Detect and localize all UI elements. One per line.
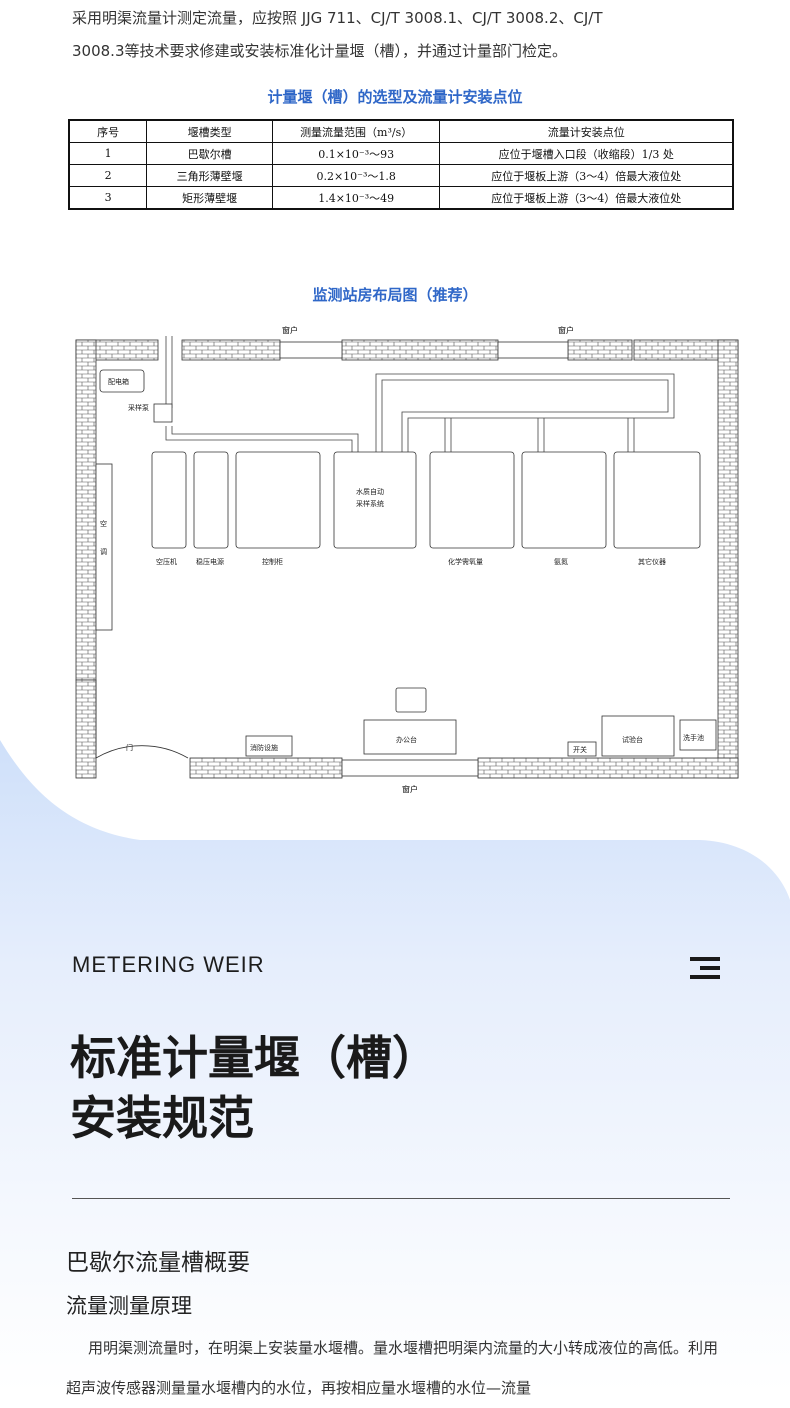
office-chair bbox=[395, 687, 427, 713]
voltage-stabilizer bbox=[193, 451, 229, 549]
window-label: 窗户 bbox=[282, 325, 298, 335]
table-cell: 矩形薄壁堰 bbox=[146, 186, 273, 210]
weir-spec-table: 序号 堰槽类型 测量流量范围（m³/s） 流量计安装点位 1 巴歇尔槽 0.1×… bbox=[68, 119, 734, 210]
label-water-quality-1: 水质自动 bbox=[356, 487, 384, 496]
table-header-cell: 测量流量范围（m³/s） bbox=[271, 119, 441, 143]
table-cell: 应位于堰板上游（3～4）倍最大液位处 bbox=[439, 186, 734, 210]
sampler-pump bbox=[153, 403, 173, 423]
label-test-bench: 试验台 bbox=[622, 735, 643, 744]
brick-walls bbox=[75, 339, 739, 779]
layout-title: 监测站房布局图（推荐） bbox=[312, 286, 478, 304]
label-office-desk: 办公台 bbox=[396, 735, 417, 744]
table-cell: 1 bbox=[68, 142, 148, 165]
control-cabinet bbox=[235, 451, 321, 549]
switch bbox=[567, 741, 597, 757]
table-cell: 三角形薄壁堰 bbox=[146, 164, 273, 187]
section-tag: METERING WEIR bbox=[72, 952, 265, 977]
fire-equipment bbox=[245, 735, 293, 757]
ammonia-analyzer bbox=[521, 451, 607, 549]
label-cod: 化学需氧量 bbox=[448, 557, 483, 566]
table-header-cell: 流量计安装点位 bbox=[439, 119, 734, 143]
intro-line-2: 3008.3等技术要求修建或安装标准化计量堰（槽），并通过计量部门检定。 bbox=[72, 42, 567, 60]
table-cell: 应位于堰槽入口段（收缩段）1/3 处 bbox=[439, 142, 734, 165]
label-other-instruments: 其它仪器 bbox=[638, 557, 666, 566]
table-cell: 3 bbox=[68, 186, 148, 210]
label-fire-equipment: 消防设施 bbox=[250, 743, 278, 752]
label-wash-basin: 洗手池 bbox=[683, 733, 704, 742]
label-stabilizer: 稳压电源 bbox=[196, 557, 224, 566]
table-row: 3 矩形薄壁堰 1.4×10⁻³～49 应位于堰板上游（3～4）倍最大液位处 bbox=[68, 186, 734, 210]
office-desk bbox=[363, 719, 457, 755]
intro-line-1: 采用明渠流量计测定流量，应按照 JJG 711、CJ/T 3008.1、CJ/T… bbox=[72, 9, 603, 27]
label-switch: 开关 bbox=[573, 745, 587, 754]
table-cell: 0.1×10⁻³～93 bbox=[271, 142, 441, 165]
station-floor-plan: 窗户 窗户 窗户 bbox=[75, 325, 739, 794]
cod-analyzer bbox=[429, 451, 515, 549]
subheading-overview: 巴歇尔流量槽概要 bbox=[66, 1250, 250, 1276]
window-label: 窗户 bbox=[558, 325, 574, 335]
principle-paragraph: 用明渠测流量时，在明渠上安装量水堰槽。量水堰槽把明渠内流量的大小转成液位的高低。… bbox=[66, 1339, 719, 1397]
label-ammonia: 氨氮 bbox=[554, 557, 568, 566]
table-cell: 2 bbox=[68, 164, 148, 187]
wash-basin bbox=[679, 719, 717, 751]
test-bench bbox=[601, 715, 675, 757]
table-header-cell: 序号 bbox=[68, 119, 148, 143]
label-sampler: 采样泵 bbox=[128, 403, 149, 412]
label-compressor: 空压机 bbox=[156, 557, 177, 566]
subheading-principle: 流量测量原理 bbox=[66, 1294, 192, 1318]
table-title: 计量堰（槽）的选型及流量计安装点位 bbox=[267, 88, 523, 106]
table-cell: 1.4×10⁻³～49 bbox=[271, 186, 441, 210]
table-cell: 0.2×10⁻³～1.8 bbox=[271, 164, 441, 187]
table-row: 1 巴歇尔槽 0.1×10⁻³～93 应位于堰槽入口段（收缩段）1/3 处 bbox=[68, 142, 734, 165]
windows bbox=[279, 341, 569, 777]
heading-line-2: 安装规范 bbox=[70, 1091, 254, 1145]
intro-paragraph: 采用明渠流量计测定流量，应按照 JJG 711、CJ/T 3008.1、CJ/T… bbox=[72, 2, 732, 68]
table-header-row: 序号 堰槽类型 测量流量范围（m³/s） 流量计安装点位 bbox=[68, 119, 734, 143]
label-control-cabinet: 控制柜 bbox=[262, 557, 283, 566]
other-instruments bbox=[613, 451, 701, 549]
pipes bbox=[165, 336, 675, 453]
label-ac-1: 空 bbox=[100, 519, 107, 528]
label-ac-2: 调 bbox=[100, 547, 107, 556]
water-quality-sampler bbox=[333, 451, 417, 549]
distribution-box bbox=[99, 369, 145, 393]
menu-icon[interactable] bbox=[688, 955, 722, 981]
air-conditioner bbox=[95, 463, 113, 631]
label-distribution-box: 配电箱 bbox=[108, 377, 129, 386]
label-water-quality-2: 采样系统 bbox=[356, 499, 384, 508]
window-label: 窗户 bbox=[402, 784, 418, 794]
compressor bbox=[151, 451, 187, 549]
label-door: 门 bbox=[126, 743, 133, 752]
table-cell: 巴歇尔槽 bbox=[146, 142, 273, 165]
door-swing bbox=[95, 680, 189, 759]
divider bbox=[72, 1198, 730, 1199]
table-cell: 应位于堰板上游（3～4）倍最大液位处 bbox=[439, 164, 734, 187]
page-heading: 标准计量堰（槽） 安装规范 bbox=[70, 1028, 438, 1148]
heading-line-1: 标准计量堰（槽） bbox=[70, 1031, 438, 1085]
table-header-cell: 堰槽类型 bbox=[146, 119, 273, 143]
table-row: 2 三角形薄壁堰 0.2×10⁻³～1.8 应位于堰板上游（3～4）倍最大液位处 bbox=[68, 164, 734, 187]
